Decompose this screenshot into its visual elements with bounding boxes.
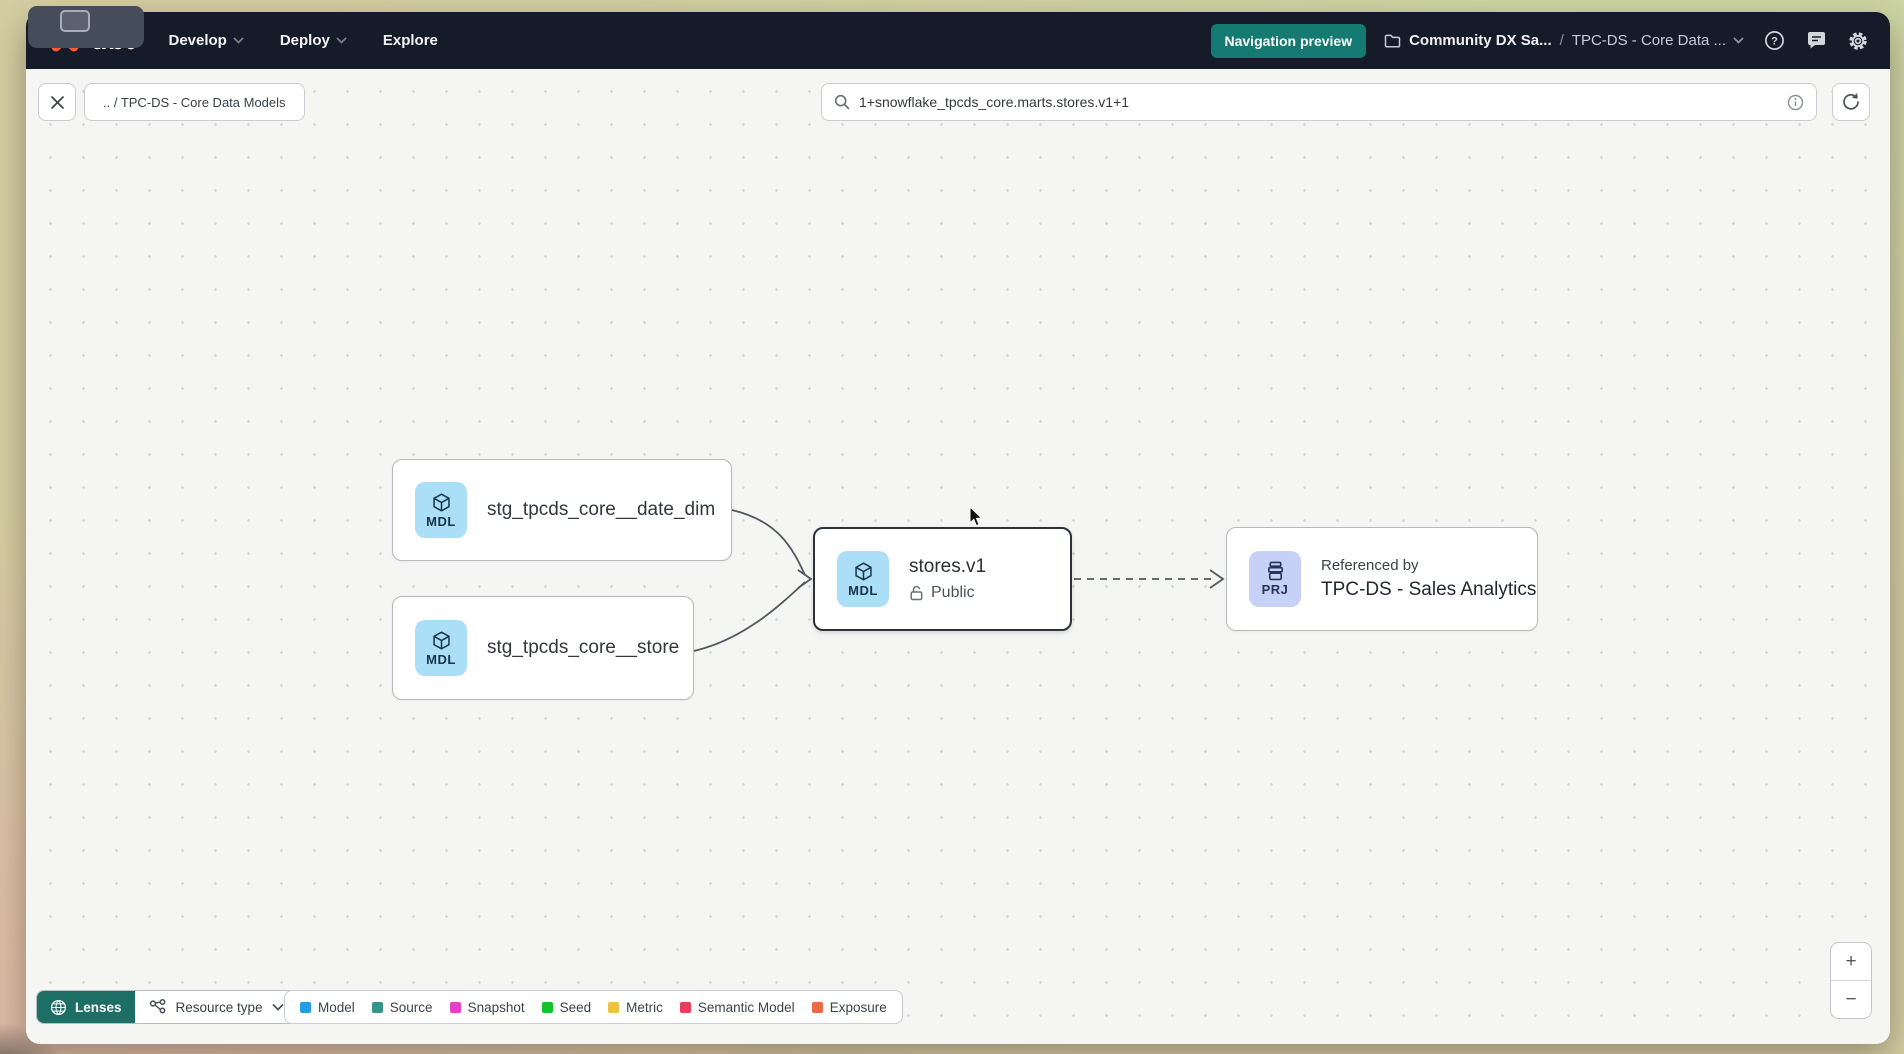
access-label: Public [931,584,975,601]
legend-swatch [608,1001,620,1013]
chevron-down-icon [271,1003,284,1011]
lineage-path-label: .. / TPC-DS - Core Data Models [103,94,286,110]
node-referenced-by-sales-analytics[interactable]: PRJ Referenced by TPC-DS - Sales Analyti… [1226,527,1538,631]
nav-right: Navigation preview Community DX Sa... / … [1210,23,1871,58]
lineage-canvas[interactable]: .. / TPC-DS - Core Data Models MDL stg_t… [26,69,1890,1044]
legend-item-snapshot: Snapshot [449,999,525,1015]
close-button[interactable] [38,83,76,121]
refresh-button[interactable] [1832,83,1870,121]
legend-item-seed: Seed [541,999,592,1015]
legend-label: Seed [559,999,592,1015]
close-icon [50,95,64,109]
legend-swatch [300,1001,311,1013]
legend-item-exposure: Exposure [811,999,887,1015]
lens-control: Lenses Resource type [36,990,299,1024]
nav-item-label: Explore [382,32,438,49]
window-icon [60,10,90,32]
node-label: stores.v1 [909,556,987,577]
resource-type-label: Resource type [175,999,263,1015]
node-pretitle: Referenced by [1321,557,1419,574]
node-label: stg_tpcds_core__date_dim [487,499,716,520]
mouse-cursor [969,506,983,527]
breadcrumb-section-label: TPC-DS - Core Data ... [1571,32,1726,49]
model-badge: MDL [415,620,467,676]
node-stg-tpcds-core-date-dim[interactable]: MDL stg_tpcds_core__date_dim [392,459,732,561]
legend-label: Semantic Model [697,999,795,1015]
access-row: Public [909,584,986,602]
resource-type-button[interactable]: Resource type [135,991,298,1023]
legend-swatch [679,1001,691,1013]
legend-swatch [371,1001,383,1013]
info-icon[interactable] [1787,94,1804,111]
badge-label: MDL [426,651,456,667]
model-badge: MDL [415,482,467,538]
breadcrumb-project[interactable]: Community DX Sa... [1384,32,1552,49]
lenses-button[interactable]: Lenses [37,991,135,1023]
node-label: stg_tpcds_core__store [487,637,680,658]
top-navbar: dbt Develop Deploy Explore Navigation pr… [26,12,1890,69]
help-icon[interactable]: ? [1762,29,1786,53]
refresh-icon [1843,93,1859,110]
legend-item-source: Source [371,999,433,1015]
nav-item-label: Deploy [279,32,330,49]
search-input[interactable] [859,94,1778,110]
resource-type-legend: Model Source Snapshot Seed Metric Semant… [284,990,903,1024]
resource-graph-icon [149,999,165,1014]
badge-label: MDL [426,513,456,529]
legend-label: Model [318,999,355,1015]
node-stg-tpcds-core-store[interactable]: MDL stg_tpcds_core__store [392,596,694,700]
cube-icon [854,561,872,581]
cube-icon [432,492,450,512]
arrowhead-icon [797,569,813,589]
legend-swatch [449,1001,461,1013]
legend-swatch [811,1001,823,1013]
breadcrumb: Community DX Sa... / TPC-DS - Core Data … [1384,32,1744,49]
node-label: TPC-DS - Sales Analytics [1321,579,1537,600]
settings-gear-icon[interactable] [1846,29,1870,53]
legend-item-model: Model [300,1000,355,1015]
legend-item-metric: Metric [608,1000,663,1015]
badge-label: PRJ [1261,582,1289,597]
nav-item-develop[interactable]: Develop [168,32,244,49]
svg-text:?: ? [1771,36,1778,48]
zoom-in-button[interactable]: + [1831,943,1871,981]
lenses-label: Lenses [75,999,122,1015]
search-icon [834,94,850,110]
legend-swatch [541,1001,553,1013]
badge-label: MDL [848,582,878,598]
navigation-preview-button[interactable]: Navigation preview [1210,23,1367,58]
folder-icon [1384,34,1401,48]
feedback-icon[interactable] [1804,29,1828,53]
breadcrumb-separator: / [1559,32,1564,49]
legend-label: Exposure [829,999,887,1015]
legend-label: Source [389,999,433,1015]
lineage-path-pill[interactable]: .. / TPC-DS - Core Data Models [84,83,305,121]
node-stores-v1-selected[interactable]: MDL stores.v1 Public [813,527,1072,631]
legend-label: Snapshot [467,999,525,1015]
chevron-down-icon [233,37,244,44]
chevron-down-icon [1733,37,1744,44]
archive-box-icon [1267,561,1283,581]
chevron-down-icon [336,37,347,44]
zoom-controls: + − [1830,942,1872,1019]
legend-label: Metric [626,999,663,1015]
lens-icon [50,999,67,1015]
app-window: dbt Develop Deploy Explore Navigation pr… [26,12,1890,1044]
project-badge: PRJ [1249,551,1301,607]
model-badge: MDL [837,551,889,607]
nav-item-deploy[interactable]: Deploy [280,32,347,49]
breadcrumb-project-label: Community DX Sa... [1409,32,1552,49]
nav-menu: Develop Deploy Explore [168,32,437,49]
screen-share-chip [28,6,144,48]
cube-icon [432,630,450,650]
legend-item-semantic-model: Semantic Model [679,999,795,1015]
zoom-out-button[interactable]: − [1831,981,1871,1018]
lock-open-icon [910,585,923,601]
nav-item-label: Develop [168,32,227,49]
breadcrumb-section[interactable]: TPC-DS - Core Data ... [1572,32,1744,49]
lineage-search [821,83,1817,121]
arrowhead-icon [1209,569,1225,589]
nav-item-explore[interactable]: Explore [383,32,438,49]
